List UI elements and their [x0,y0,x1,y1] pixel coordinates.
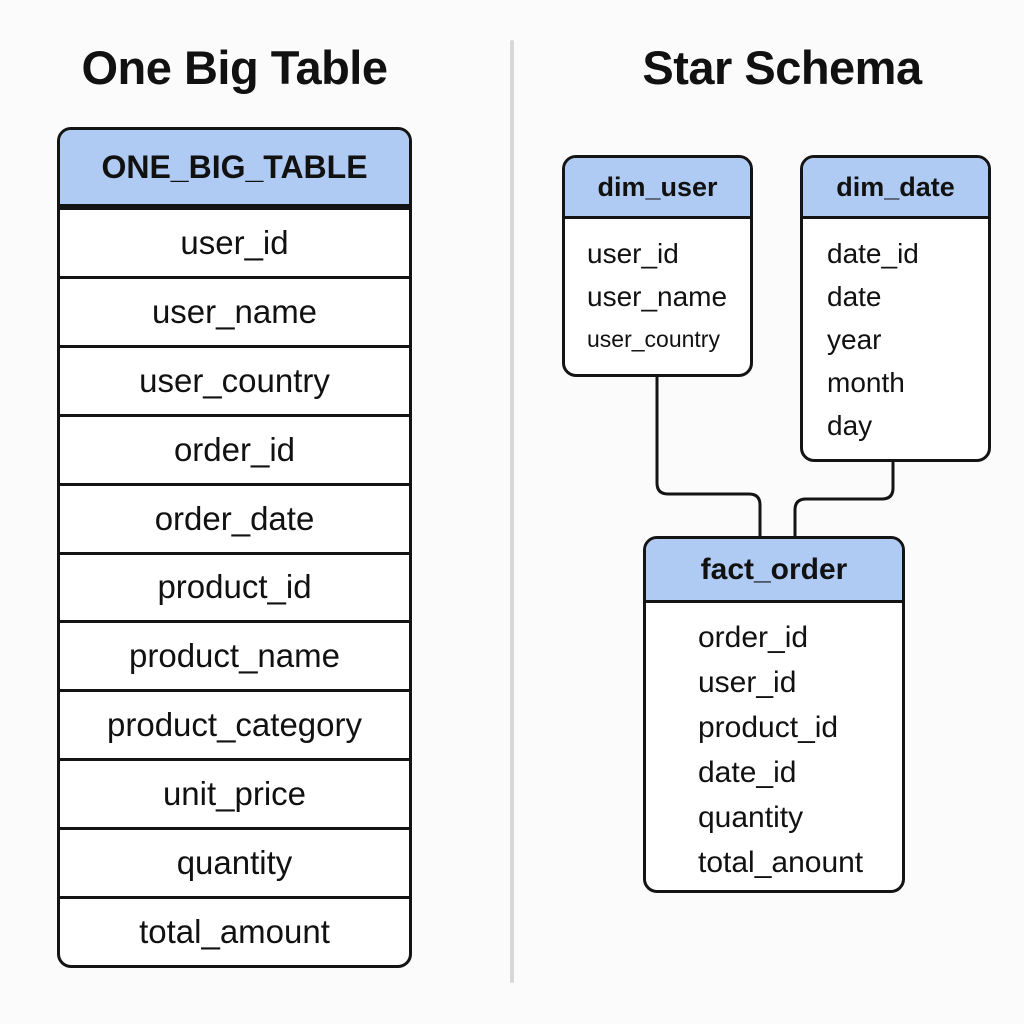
table-row: unit_price [60,758,409,827]
table-row: order_date [60,482,409,552]
connector-dimdate-factorder [793,462,895,538]
field-row: product_id [698,711,839,744]
table-row: order_id [60,413,409,483]
table-row: quantity [60,827,409,896]
one-big-table: ONE_BIG_TABLE user_id user_name user_cou… [57,127,412,968]
field-row: day [827,410,873,441]
field-row: date_id [827,238,919,269]
dim-user-table: dim_user user_id user_name user_country [562,155,753,377]
table-row: user_name [60,275,409,345]
field-row: date_id [698,756,797,789]
field-row: total_anount [698,846,864,879]
field-row: user_id [698,666,797,699]
table-row: total_amount [60,896,409,965]
field-row: order_id [698,621,809,654]
table-row: product_id [60,551,409,621]
table-row: product_name [60,620,409,689]
table-row: product_category [60,689,409,758]
dim-date-header: dim_date [803,158,988,219]
field-row: user_name [587,281,728,312]
field-row: user_country [587,326,720,352]
right-panel-title: Star Schema [642,41,922,94]
field-row: quantity [698,801,804,834]
section-divider [510,40,514,983]
field-row: month [827,367,905,398]
field-row: year [827,324,882,355]
one-big-table-header: ONE_BIG_TABLE [60,130,409,207]
table-row: user_id [60,207,409,276]
field-row: date [827,281,882,312]
field-row: user_id [587,238,679,269]
left-panel-title: One Big Table [81,41,389,94]
table-row: user_country [60,344,409,414]
connector-dimuser-factorder [655,377,762,538]
dim-date-table: dim_date date_id date year month day [800,155,991,462]
dim-user-header: dim_user [565,158,750,219]
fact-order-header: fact_order [646,539,902,603]
fact-order-table: fact_order order_id user_id product_id d… [643,536,905,893]
